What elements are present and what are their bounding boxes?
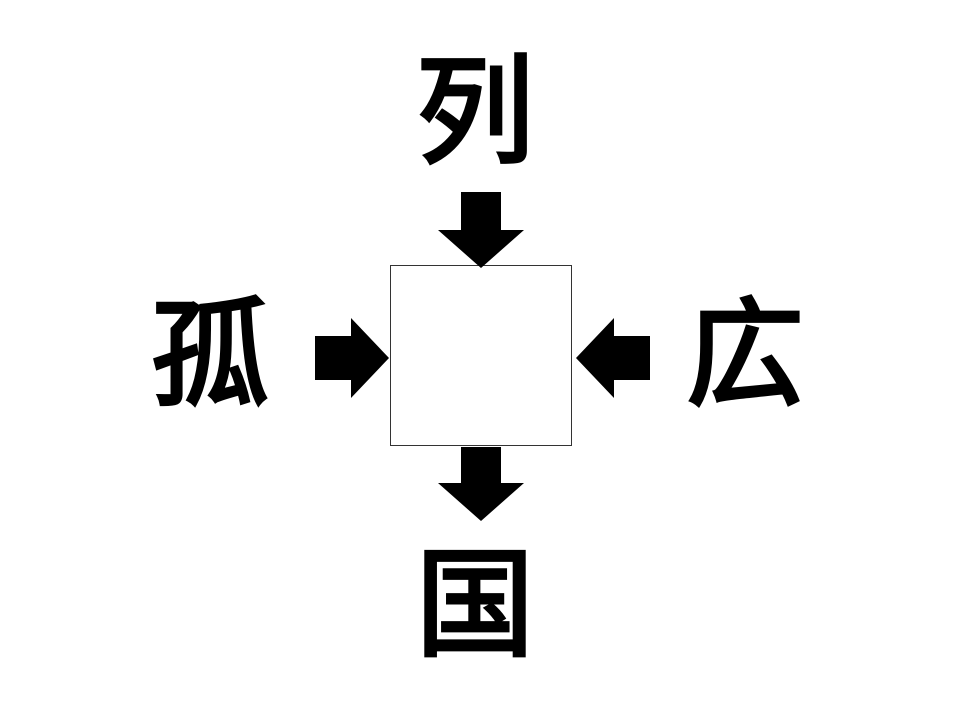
right-kanji: 広: [685, 286, 804, 424]
top-kanji: 列: [415, 43, 534, 181]
arrow-left-icon: [576, 318, 650, 398]
answer-box[interactable]: [390, 265, 572, 446]
arrow-down-icon: [438, 447, 524, 521]
left-kanji: 孤: [150, 286, 269, 424]
arrow-right-icon: [315, 318, 389, 398]
bottom-kanji: 国: [415, 536, 534, 674]
arrow-down-icon: [438, 192, 524, 268]
